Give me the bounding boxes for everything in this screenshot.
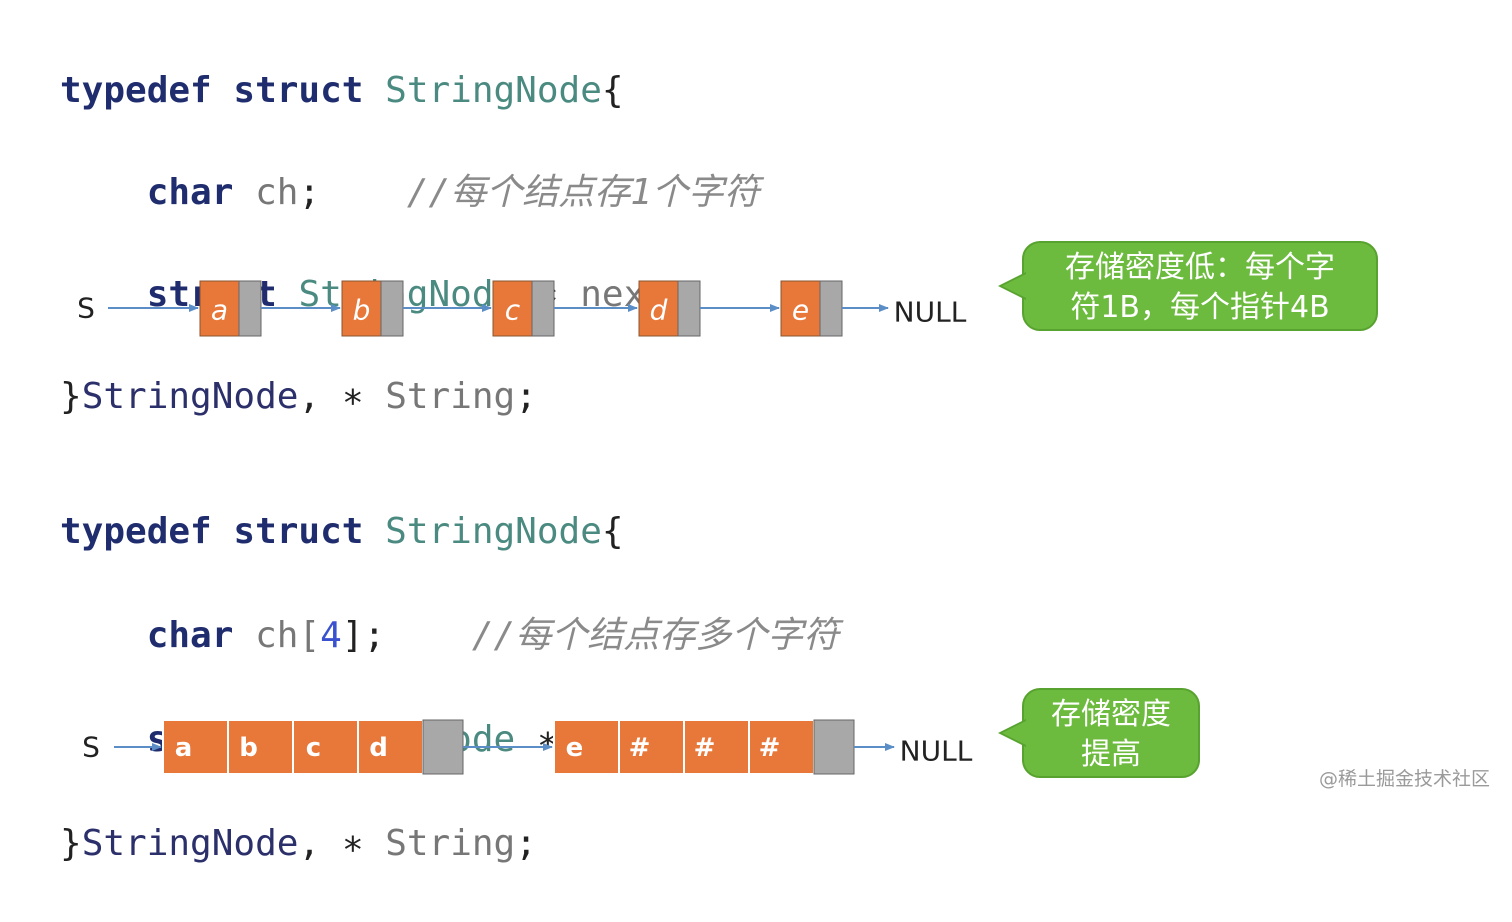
code1-line-4: }StringNode, ∗ String; (60, 371, 760, 422)
typedef-name: StringNode (81, 376, 299, 417)
node-data-cell (292, 719, 359, 775)
head-pointer-label: S (77, 292, 95, 325)
node-data-cell (199, 280, 240, 337)
null-label: NULL (894, 296, 967, 329)
node-pointer-cell (238, 280, 262, 337)
keyword-struct: struct (233, 70, 364, 111)
field-ch: ch (255, 172, 299, 213)
code1-line-1: typedef struct StringNode{ (60, 65, 760, 116)
watermark: @稀土掘金技术社区 (1318, 768, 1490, 790)
node-data-cell (357, 719, 424, 775)
semicolon: ; (515, 823, 537, 864)
code2-line-1: typedef struct StringNode{ (60, 506, 839, 558)
node-char: a (175, 733, 193, 763)
pointer-star: ∗ (341, 823, 364, 864)
node-data-cell (162, 719, 229, 775)
node-pointer-cell (380, 280, 404, 337)
open-brace: { (601, 70, 624, 111)
null-label: NULL (900, 735, 973, 768)
code1-line-2: char ch; //每个结点存1个字符 (60, 167, 760, 218)
node-pointer-cell (422, 719, 464, 775)
comma: , (298, 376, 321, 417)
pointer-star: ∗ (341, 376, 364, 417)
head-pointer-label: S (82, 731, 100, 764)
node-char: # (759, 733, 781, 763)
field-ch-array: ch[ (255, 615, 321, 656)
node-char: c (306, 733, 321, 763)
comment: //每个结点存1个字符 (406, 172, 760, 213)
callout-line: 提高 (1081, 737, 1141, 772)
code2-line-2: char ch[4]; //每个结点存多个字符 (60, 610, 840, 662)
node-data-cell (227, 719, 294, 775)
callout-line: 存储密度低：每个字 (1065, 250, 1335, 285)
close-brace: } (60, 823, 82, 864)
keyword-typedef: typedef (60, 70, 212, 111)
type-char: char (146, 172, 234, 213)
close-brace: } (60, 376, 82, 417)
node-char: e (792, 294, 809, 327)
callout-line: 存储密度 (1051, 697, 1171, 732)
array-close: ]; (341, 615, 386, 656)
array-size: 4 (320, 615, 342, 656)
node-char: e (566, 733, 584, 763)
struct-name: StringNode (385, 70, 602, 111)
node-char: # (694, 733, 716, 763)
code2-line-4: }StringNode, ∗ String; (60, 818, 839, 870)
callout-low-density: 存储密度低：每个字 符1B，每个指针4B (998, 241, 1378, 331)
typedef-alias: String (385, 376, 516, 417)
node-data-cell (683, 719, 750, 775)
node-data-cell (638, 280, 679, 337)
node-char: b (239, 733, 258, 763)
node-char: c (505, 294, 521, 327)
node-pointer-cell (677, 280, 701, 337)
node-char: a (211, 294, 228, 327)
keyword-typedef: typedef (60, 511, 212, 552)
open-brace: { (601, 511, 624, 552)
node-char: d (650, 294, 668, 327)
node-pointer-cell (531, 280, 555, 337)
typedef-alias: String (385, 823, 516, 864)
semicolon: ; (298, 172, 321, 213)
keyword-struct: struct (233, 511, 364, 552)
type-char: char (146, 615, 234, 656)
node-char: d (369, 733, 388, 763)
node-data-cell (780, 280, 821, 337)
typedef-name: StringNode (81, 823, 299, 864)
comma: , (298, 823, 321, 864)
node-char: b (353, 294, 371, 327)
node-pointer-cell (819, 280, 843, 337)
callout-higher-density: 存储密度 提高 (998, 688, 1200, 778)
comment: //每个结点存多个字符 (471, 615, 840, 656)
node-data-cell (618, 719, 685, 775)
node-pointer-cell (813, 719, 855, 775)
node-data-cell (553, 719, 620, 775)
node-data-cell (341, 280, 382, 337)
callout-line: 符1B，每个指针4B (1070, 290, 1330, 325)
struct-name: StringNode (385, 511, 602, 552)
semicolon: ; (515, 376, 537, 417)
node-char: # (629, 733, 651, 763)
